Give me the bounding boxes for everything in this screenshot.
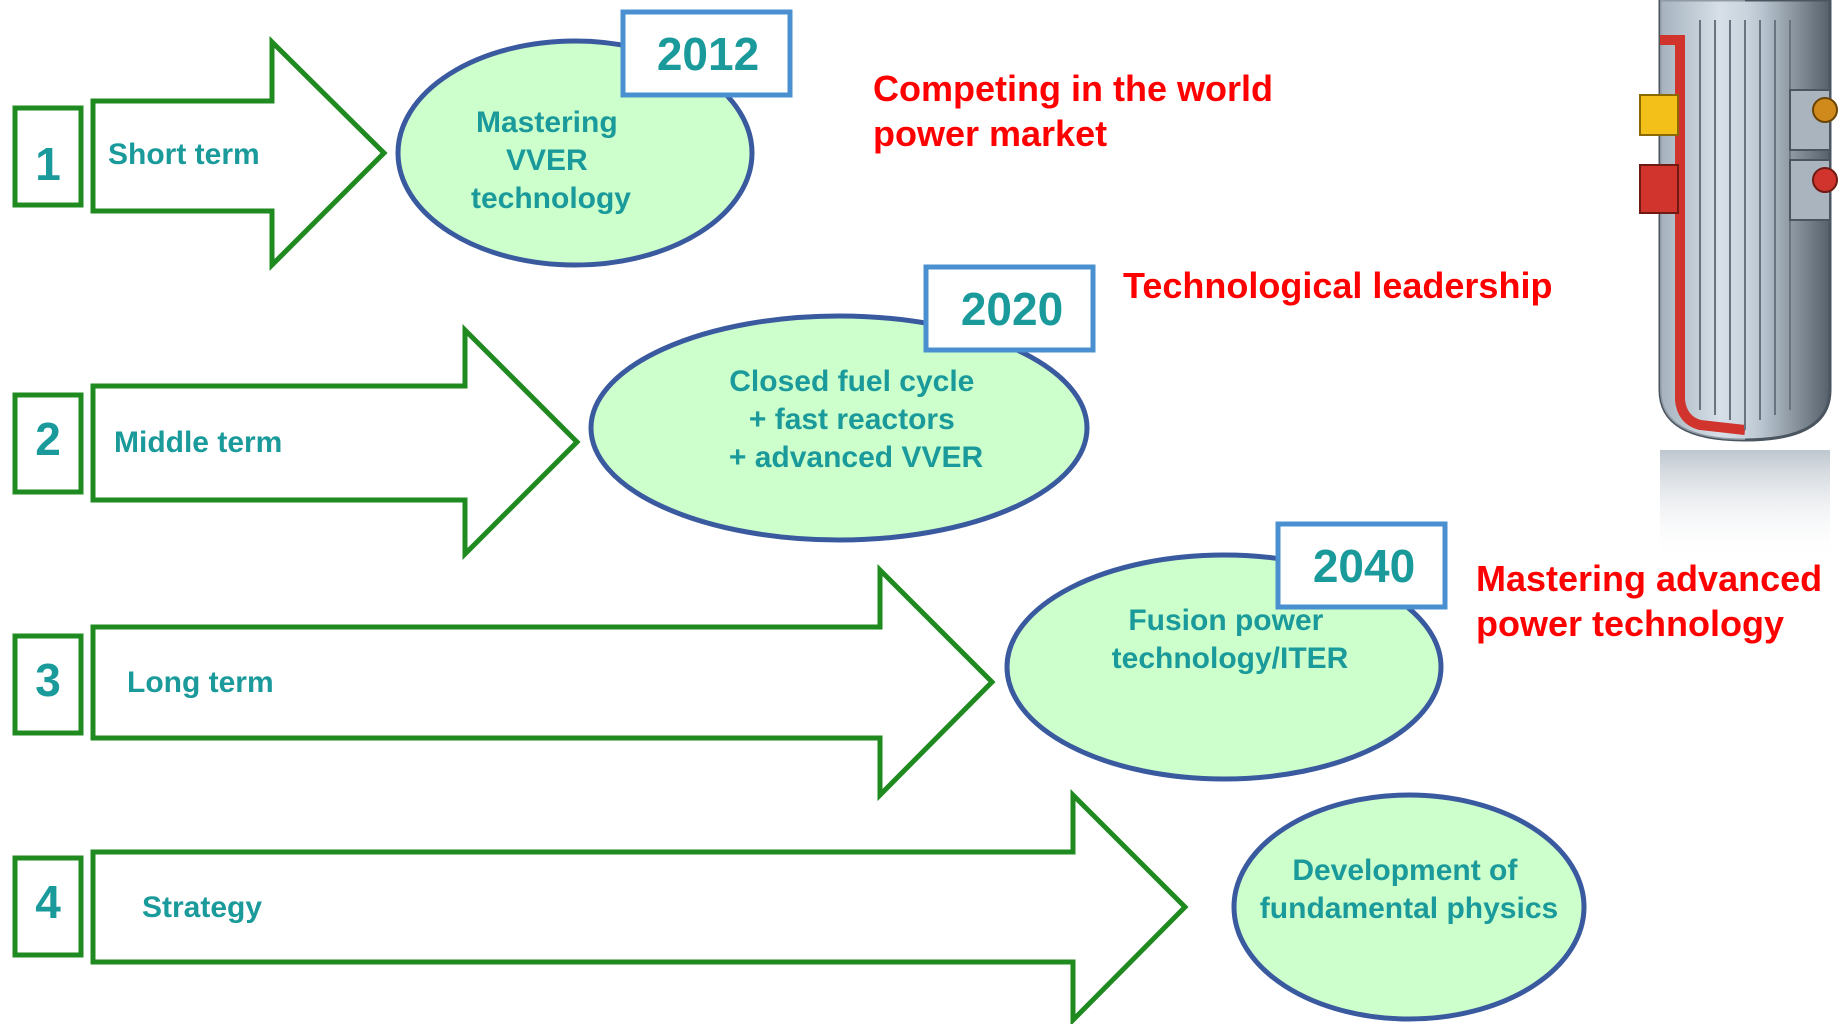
year-label-2: 2020 bbox=[961, 283, 1063, 335]
goal-line: power market bbox=[873, 113, 1107, 154]
ellipse-line: technology/ITER bbox=[1112, 642, 1349, 675]
arrow-strategy bbox=[90, 788, 1189, 1024]
goal-text-1: Competing in the world power market bbox=[873, 68, 1283, 154]
row-1: 1 Short term Mastering VVER technology 2… bbox=[12, 9, 1283, 272]
ellipse-line: + advanced VVER bbox=[729, 441, 984, 474]
year-label-3: 2040 bbox=[1313, 540, 1415, 592]
row-2: 2 Middle term Closed fuel cycle + fast r… bbox=[12, 264, 1552, 561]
ellipse-text-4: Development of fundamental physics bbox=[1260, 854, 1558, 925]
row-3: 3 Long term Fusion power technology/ITER… bbox=[12, 521, 1832, 802]
number-label-4: 4 bbox=[35, 876, 61, 928]
goal-line: Technological leadership bbox=[1123, 265, 1552, 306]
number-box-1 bbox=[12, 105, 84, 208]
ellipse-line: fundamental physics bbox=[1260, 892, 1558, 925]
ellipse-line: VVER bbox=[506, 144, 588, 177]
ellipse-line: Development of bbox=[1292, 854, 1518, 887]
ellipse-line: technology bbox=[471, 182, 631, 215]
number-label-2: 2 bbox=[35, 413, 61, 465]
ellipse-text-2: Closed fuel cycle + fast reactors + adva… bbox=[729, 365, 984, 474]
term-label-4: Strategy bbox=[142, 891, 262, 924]
term-label-1: Short term bbox=[108, 138, 260, 171]
year-label-1: 2012 bbox=[657, 28, 759, 80]
ellipse-line: Mastering bbox=[476, 106, 618, 139]
number-box-2 bbox=[12, 392, 84, 495]
term-label-3: Long term bbox=[127, 666, 274, 699]
goal-line: power technology bbox=[1476, 603, 1784, 644]
number-label-1: 1 bbox=[35, 138, 61, 190]
milestone-ellipse-4 bbox=[1231, 792, 1587, 1022]
number-box-4 bbox=[12, 855, 84, 958]
goal-line: Competing in the world bbox=[873, 68, 1273, 109]
number-label-3: 3 bbox=[35, 654, 61, 706]
term-label-2: Middle term bbox=[114, 426, 282, 459]
row-4: 4 Strategy Development of fundamental ph… bbox=[12, 788, 1587, 1024]
number-box-3 bbox=[12, 633, 84, 736]
reactor-vessel-icon bbox=[1639, 0, 1838, 560]
goal-line: Mastering advanced bbox=[1476, 558, 1822, 599]
year-box-1 bbox=[620, 9, 793, 98]
milestone-ellipse-2 bbox=[588, 313, 1090, 543]
ellipse-text-1: Mastering VVER technology bbox=[471, 106, 631, 215]
arrow-short-term bbox=[90, 36, 388, 272]
arrow-middle-term bbox=[90, 323, 581, 561]
goal-text-2: Technological leadership bbox=[1123, 265, 1552, 306]
goal-text-3: Mastering advanced power technology bbox=[1476, 558, 1832, 644]
ellipse-line: Closed fuel cycle bbox=[729, 365, 974, 398]
arrow-long-term bbox=[90, 563, 996, 802]
year-box-2 bbox=[923, 264, 1096, 353]
year-box-3 bbox=[1275, 521, 1448, 610]
milestone-ellipse-3 bbox=[1004, 552, 1444, 782]
ellipse-line: + fast reactors bbox=[749, 403, 955, 436]
